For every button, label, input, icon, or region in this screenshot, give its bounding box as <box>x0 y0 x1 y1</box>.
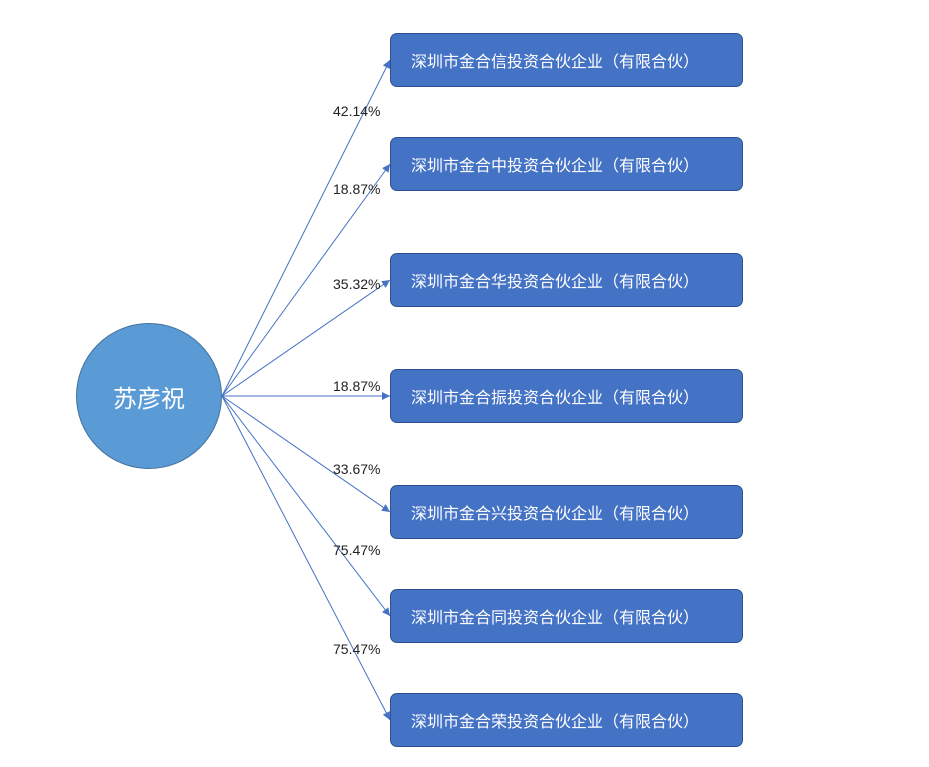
shareholder-name: 苏彦祝 <box>113 384 185 413</box>
company-node[interactable]: 深圳市金合华投资合伙企业（有限合伙） <box>390 253 743 307</box>
shareholder-node[interactable]: 苏彦祝 <box>76 323 222 469</box>
company-node[interactable]: 深圳市金合兴投资合伙企业（有限合伙） <box>390 485 743 539</box>
share-percentage-label: 75.47% <box>333 641 381 657</box>
company-name: 深圳市金合荣投资合伙企业（有限合伙） <box>411 712 700 731</box>
company-name: 深圳市金合信投资合伙企业（有限合伙） <box>411 52 700 71</box>
company-node[interactable]: 深圳市金合同投资合伙企业（有限合伙） <box>390 589 743 643</box>
share-percentage-label: 18.87% <box>333 181 381 197</box>
share-percentage-label: 42.14% <box>333 103 381 119</box>
company-name: 深圳市金合兴投资合伙企业（有限合伙） <box>411 504 700 523</box>
share-percentage-label: 75.47% <box>333 542 381 558</box>
ownership-edge <box>221 163 391 397</box>
company-name: 深圳市金合华投资合伙企业（有限合伙） <box>411 272 700 291</box>
ownership-edge <box>221 395 391 513</box>
share-percentage-label: 33.67% <box>333 461 381 477</box>
company-node[interactable]: 深圳市金合信投资合伙企业（有限合伙） <box>390 33 743 87</box>
company-node[interactable]: 深圳市金合振投资合伙企业（有限合伙） <box>390 369 743 423</box>
company-node[interactable]: 深圳市金合中投资合伙企业（有限合伙） <box>390 137 743 191</box>
ownership-edge <box>221 395 391 617</box>
company-node[interactable]: 深圳市金合荣投资合伙企业（有限合伙） <box>390 693 743 747</box>
company-name: 深圳市金合振投资合伙企业（有限合伙） <box>411 388 700 407</box>
ownership-edge <box>221 59 391 397</box>
company-name: 深圳市金合中投资合伙企业（有限合伙） <box>411 156 700 175</box>
ownership-edge <box>221 279 391 397</box>
share-percentage-label: 18.87% <box>333 378 381 394</box>
share-percentage-label: 35.32% <box>333 276 381 292</box>
ownership-edge <box>221 395 391 721</box>
company-name: 深圳市金合同投资合伙企业（有限合伙） <box>411 608 700 627</box>
